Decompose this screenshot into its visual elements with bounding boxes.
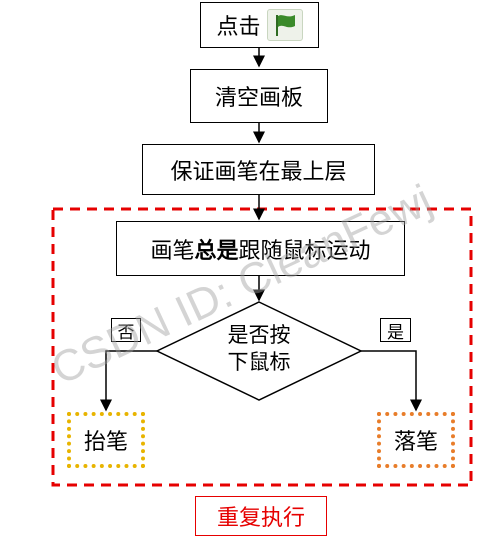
yes-label: 是 xyxy=(380,318,411,343)
pen-top-layer-node: 保证画笔在最上层 xyxy=(142,144,375,195)
pen-top-layer-label: 保证画笔在最上层 xyxy=(170,159,347,185)
pen-follow-mouse-node: 画笔总是跟随鼠标运动 xyxy=(116,221,405,276)
pen-down-label: 落笔 xyxy=(393,430,438,455)
arrow-no-branch xyxy=(100,350,157,412)
yes-label-text: 是 xyxy=(387,322,404,343)
decision-label: 是否按 下鼠标 xyxy=(200,322,318,376)
clear-board-label: 清空画板 xyxy=(214,86,303,111)
pen-up-node: 抬笔 xyxy=(67,412,145,468)
follow-label-bold: 总是 xyxy=(194,238,239,264)
arrow-yes-branch xyxy=(361,350,422,412)
no-label: 否 xyxy=(111,318,141,343)
decision-line-1: 是否按 xyxy=(227,323,291,347)
follow-label-pre: 画笔 xyxy=(150,238,195,264)
start-click-node: 点击 xyxy=(200,2,319,48)
click-label: 点击 xyxy=(216,15,261,40)
pen-up-label: 抬笔 xyxy=(83,430,128,455)
repeat-label-box: 重复执行 xyxy=(195,496,327,536)
clear-board-node: 清空画板 xyxy=(190,69,328,123)
follow-label-post: 跟随鼠标运动 xyxy=(238,238,371,264)
pen-down-node: 落笔 xyxy=(377,412,455,468)
green-flag-icon xyxy=(266,9,303,41)
decision-line-2: 下鼠标 xyxy=(227,350,291,374)
no-label-text: 否 xyxy=(117,322,135,343)
repeat-label: 重复执行 xyxy=(216,506,305,531)
decision-diamond xyxy=(155,301,363,401)
